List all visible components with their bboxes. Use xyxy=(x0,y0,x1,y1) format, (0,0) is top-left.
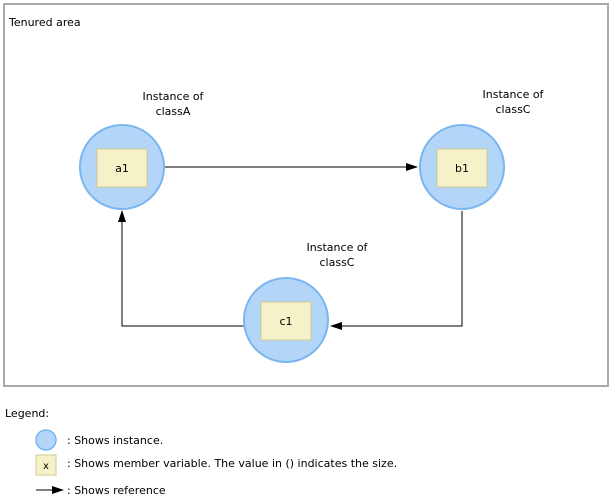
legend-heading: Legend: xyxy=(5,407,49,420)
reference-b1-to-c1 xyxy=(330,211,463,330)
member-variable-b1-label: b1 xyxy=(455,162,469,175)
legend-instance-icon xyxy=(35,429,57,451)
instance-a-caption-line2: classA xyxy=(156,105,191,118)
instance-c-caption-line2: classC xyxy=(320,256,355,269)
legend-variable-icon xyxy=(35,454,57,476)
member-variable-a1-box xyxy=(96,148,148,188)
legend-variable-symbol: x xyxy=(43,461,49,472)
legend-instance-text: : Shows instance. xyxy=(67,434,163,447)
reference-c1-to-a1 xyxy=(118,210,244,327)
member-variable-c1-box xyxy=(260,301,312,341)
member-variable-b1-box xyxy=(436,148,488,188)
member-variable-a1-label: a1 xyxy=(115,162,129,175)
legend-reference-text: : Shows reference xyxy=(67,484,166,497)
member-variable-c1-label: c1 xyxy=(279,315,292,328)
tenured-area-title: Tenured area xyxy=(8,16,81,29)
legend-variable-text: : Shows member variable. The value in ()… xyxy=(67,457,397,470)
instance-c-caption-line1: Instance of xyxy=(307,241,369,254)
instance-a-caption-line1: Instance of xyxy=(143,90,205,103)
instance-b-caption-line1: Instance of xyxy=(483,88,545,101)
instance-b-caption-line2: classC xyxy=(496,103,531,116)
